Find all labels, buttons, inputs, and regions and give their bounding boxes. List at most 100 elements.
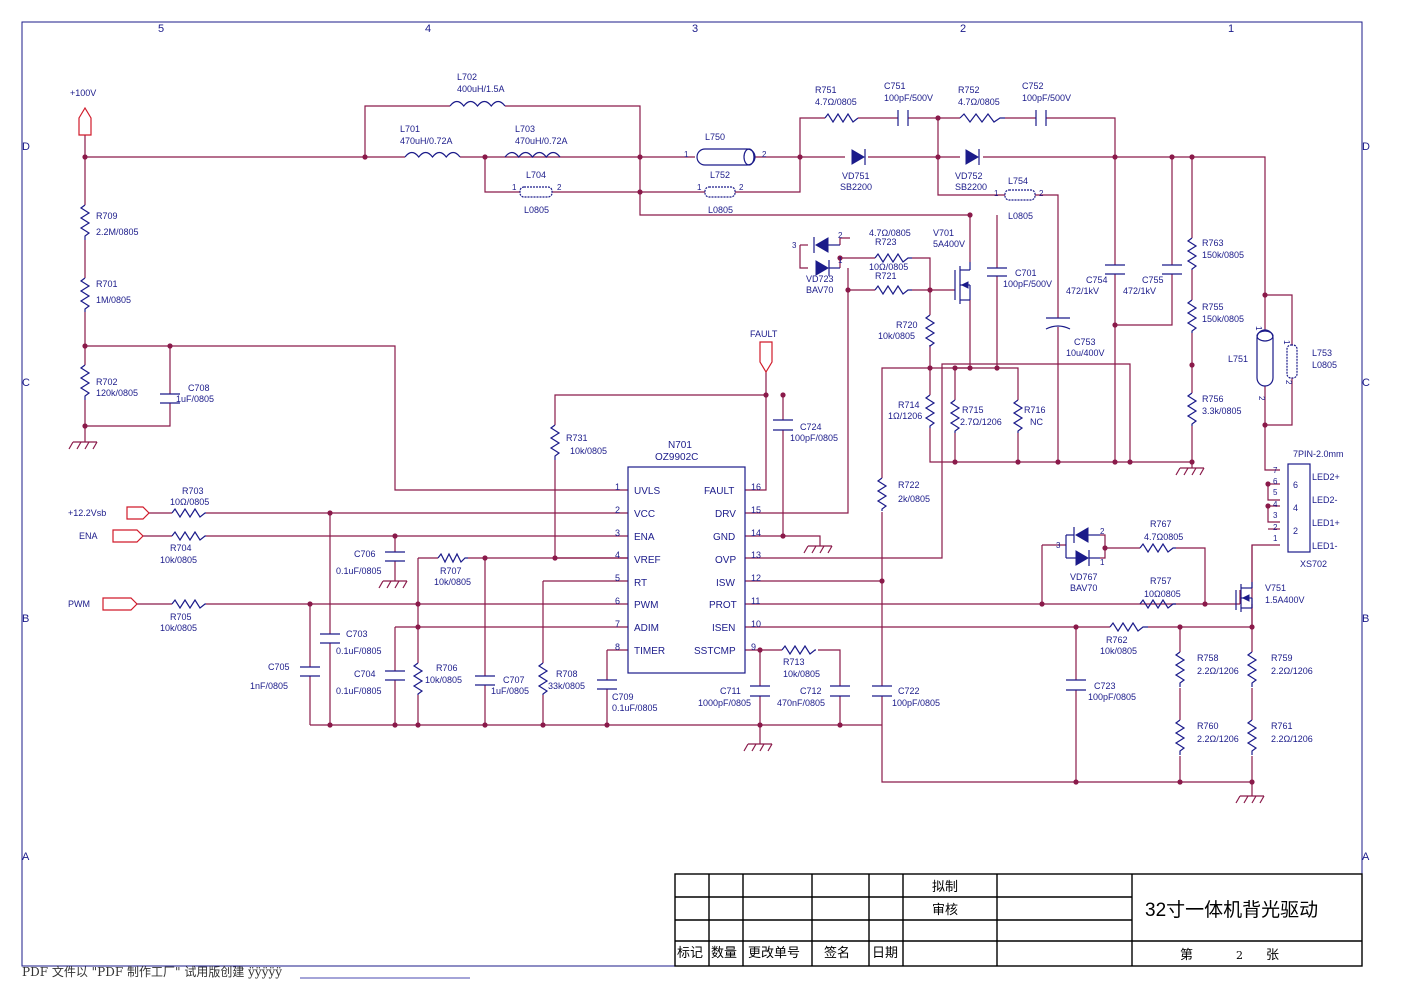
ref-label: C753 (1074, 337, 1096, 347)
value-label: 0.1uF/0805 (336, 686, 382, 696)
ena-flag (112, 529, 144, 543)
value-label: 10k/0805 (783, 669, 820, 679)
value-label: 10Ω0805 (1144, 589, 1181, 599)
col-marker-5: 5 (158, 23, 164, 35)
pin-number: 2 (557, 183, 562, 192)
capacitor-c722: C722 100pF/0805 (872, 685, 940, 708)
value-label: 10k/0805 (425, 675, 462, 685)
ref-label: L753 (1312, 348, 1332, 358)
value-label: 10k/0805 (434, 577, 471, 587)
pin-name: PROT (709, 600, 737, 611)
ref-label: L754 (1008, 176, 1028, 186)
footer: PDF 文件以 "PDF 制作工厂" 试用版创建 ÿÿÿÿÿ (22, 964, 470, 979)
value-label: SB2200 (955, 182, 987, 192)
pin-number: 2 (1273, 523, 1278, 532)
value-label: L0805 (1008, 211, 1033, 221)
pin-number: 4 (1273, 500, 1278, 509)
resistor-r701: R701 1M/0805 (79, 277, 131, 312)
resistor-r762: R762 10k/0805 (1100, 621, 1148, 656)
pin-number: 4 (1293, 503, 1298, 513)
pin-number: 13 (751, 550, 761, 560)
resistor-r714: R714 1Ω/1206 (888, 394, 936, 428)
value-label: 10k/0805 (878, 331, 915, 341)
pin-number: 7 (1273, 466, 1278, 475)
value-label: 4.7Ω/0805 (869, 228, 911, 238)
ref-label: R763 (1202, 238, 1224, 248)
review-label: 审核 (932, 903, 958, 918)
pin-number: 3 (792, 241, 797, 250)
value-label: 150k/0805 (1202, 250, 1244, 260)
capacitor-c705: C705 1nF/0805 (250, 662, 320, 691)
ref-label: R721 (875, 271, 897, 281)
resistor-r704: R704 10k/0805 (160, 530, 206, 565)
bead-l752: 1 2 L752 L0805 (697, 170, 744, 215)
pin-number: 2 (739, 183, 744, 192)
ref-label: C704 (354, 669, 376, 679)
ic-n701: N701 OZ9902C 1 UVLS 2 VCC 3 ENA 4 VREF 5… (615, 440, 761, 674)
ref-label: C701 (1015, 268, 1037, 278)
ground-symbol (1175, 461, 1205, 476)
bead-l753: 1 2 L753 L0805 (1282, 340, 1337, 385)
value-label: 2.7Ω/1206 (960, 417, 1002, 427)
pin-number: 1 (1100, 558, 1105, 567)
ground-symbol (378, 574, 408, 589)
ref-label: R757 (1150, 576, 1172, 586)
pin-number: 2 (1100, 527, 1105, 536)
pin-name: RT (634, 578, 647, 589)
value-label: 1uF/0805 (491, 686, 529, 696)
pin-name: PWM (634, 600, 658, 611)
v100-flag (78, 106, 92, 136)
ref-label: R722 (898, 480, 920, 490)
pin-number: 2 (1039, 189, 1044, 198)
pin-name: VCC (634, 509, 655, 520)
led-label: LED1+ (1312, 518, 1340, 528)
ref-label: C712 (800, 686, 822, 696)
pin-number: 10 (751, 619, 761, 629)
resistor-r703: R703 10Ω/0805 (170, 486, 209, 519)
ground-symbol (803, 539, 833, 554)
value-label: 100pF/0805 (892, 698, 940, 708)
pin-number: 14 (751, 528, 761, 538)
value-label: BAV70 (1070, 583, 1097, 593)
capacitor-c752: C752 100pF/500V (1022, 81, 1071, 126)
ref-label: V751 (1265, 583, 1286, 593)
capacitor-c723: C723 100pF/0805 (1066, 679, 1136, 702)
value-label: 2k/0805 (898, 494, 930, 504)
col-marker-4: 4 (425, 23, 431, 35)
col-marker-3: 3 (692, 23, 698, 35)
pin-number: 4 (615, 550, 620, 560)
row-marker-b-right: B (1362, 613, 1369, 625)
pin-name: DRV (715, 509, 736, 520)
ref-label: R751 (815, 85, 837, 95)
value-label: 100pF/500V (884, 93, 933, 103)
value-label: 100pF/500V (1022, 93, 1071, 103)
ref-label: C709 (612, 692, 634, 702)
junctions (82, 115, 1271, 785)
pin-name: UVLS (634, 486, 660, 497)
value-label: 4.7Ω/0805 (958, 97, 1000, 107)
ground-symbol (743, 737, 773, 752)
pin-number: 5 (1273, 488, 1278, 497)
ref-label: R705 (170, 612, 192, 622)
mark-label: 标记 (677, 946, 703, 961)
pin-number: 3 (615, 528, 620, 538)
value-label: 4.7Ω/0805 (815, 97, 857, 107)
resistor-r760: R760 2.2Ω/1206 (1174, 719, 1239, 755)
row-marker-a-left: A (22, 851, 30, 863)
fault-flag (759, 341, 773, 374)
ref-label: R713 (783, 657, 805, 667)
value-label: 10u/400V (1066, 348, 1105, 358)
pin-name: ISW (716, 578, 735, 589)
resistor-r751: R751 4.7Ω/0805 (815, 85, 859, 124)
value-label: L0805 (524, 205, 549, 215)
value-label: 2.2M/0805 (96, 227, 139, 237)
ref-label: R708 (556, 669, 578, 679)
pin-number: 9 (751, 642, 756, 652)
value-label: 470uH/0.72A (515, 136, 568, 146)
led-label: LED2- (1312, 495, 1338, 505)
connector-ref: XS702 (1300, 559, 1327, 569)
pin-name: SSTCMP (694, 646, 736, 657)
inductor-l703: L703 470uH/0.72A (504, 124, 568, 158)
draw-label: 拟制 (932, 880, 958, 895)
value-label: 0.1uF/0805 (612, 703, 658, 713)
